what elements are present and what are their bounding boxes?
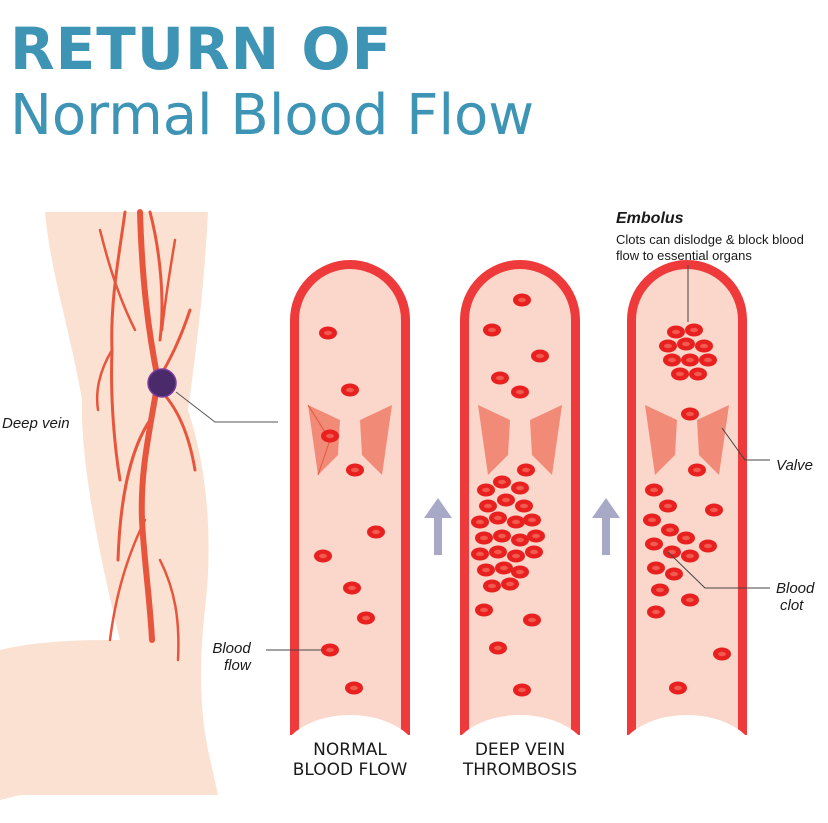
label-blood-flow-line-2: flow — [224, 657, 251, 675]
label-blood-flow: Blood flow — [212, 640, 251, 675]
leg-illustration — [0, 209, 278, 800]
vessel-embolus — [617, 260, 757, 805]
title-line-1: RETURN OF — [10, 15, 393, 83]
flow-arrows — [424, 498, 620, 555]
caption-dvt-line-2: THROMBOSIS — [462, 760, 578, 781]
vessel-normal — [280, 260, 420, 805]
label-deep-vein: Deep vein — [2, 415, 70, 432]
label-valve: Valve — [776, 457, 813, 474]
label-blood-clot: Blood clot — [776, 580, 814, 615]
embolus-description: Clots can dislodge & block blood flow to… — [616, 232, 804, 264]
embolus-title: Embolus — [616, 210, 684, 227]
caption-dvt: DEEP VEIN THROMBOSIS — [440, 740, 600, 781]
caption-dvt-line-1: DEEP VEIN — [474, 740, 566, 760]
caption-normal-line-2: BLOOD FLOW — [292, 760, 408, 781]
leader-lines — [266, 265, 770, 651]
label-blood-flow-line-1: Blood — [212, 640, 251, 657]
vessel-dvt — [450, 260, 590, 805]
title-line-2: Normal Blood Flow — [10, 83, 535, 148]
label-blood-clot-line-1: Blood — [776, 580, 815, 597]
caption-normal-line-1: NORMAL — [313, 740, 387, 760]
caption-normal: NORMAL BLOOD FLOW — [270, 740, 430, 781]
label-blood-clot-line-2: clot — [780, 597, 804, 615]
